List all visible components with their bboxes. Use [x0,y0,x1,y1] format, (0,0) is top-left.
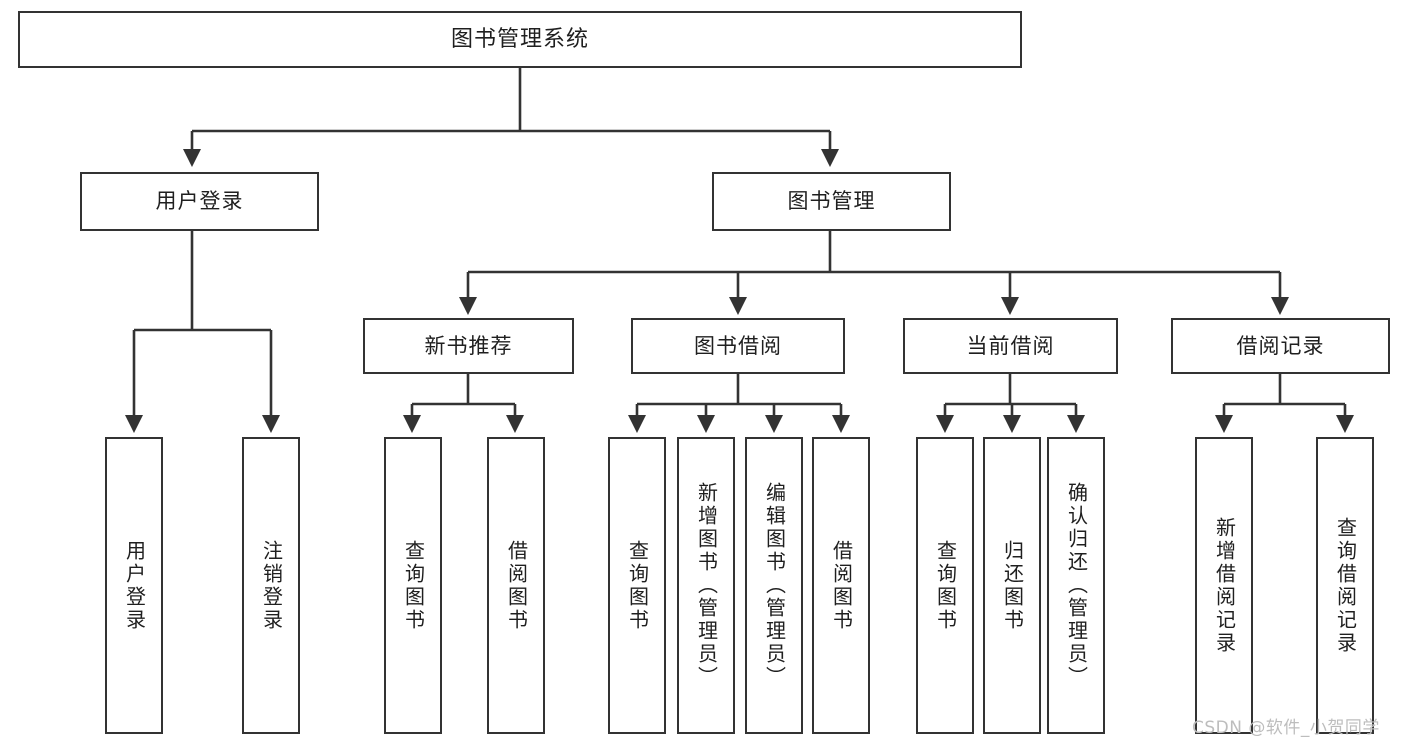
node-root-book-management-system[interactable]: 图书管理系统 [18,11,1022,68]
node-label: 归还图书 [1000,539,1025,632]
node-borrow-record[interactable]: 借阅记录 [1171,318,1390,374]
node-label: 新增借阅记录 [1212,516,1237,655]
node-label: 用户登录 [155,189,244,214]
node-leaf-add-book-admin[interactable]: 新增图书（管理员） [677,437,735,734]
node-leaf-add-borrow-record[interactable]: 新增借阅记录 [1195,437,1253,734]
node-label: 当前借阅 [966,333,1055,358]
node-leaf-query-book-current[interactable]: 查询图书 [916,437,974,734]
node-label: 图书管理系统 [450,26,589,52]
node-label: 图书管理 [787,189,876,214]
node-leaf-borrow-book[interactable]: 借阅图书 [812,437,870,734]
node-book-borrow[interactable]: 图书借阅 [631,318,845,374]
node-label: 借阅记录 [1236,333,1325,358]
node-label: 查询图书 [933,539,958,632]
node-leaf-user-login[interactable]: 用户登录 [105,437,163,734]
node-leaf-query-book-borrow[interactable]: 查询图书 [608,437,666,734]
node-leaf-query-book-recommend[interactable]: 查询图书 [384,437,442,734]
csdn-watermark: CSDN @软件_小贺同学 [1192,718,1380,738]
node-label: 查询借阅记录 [1333,516,1358,655]
node-leaf-borrow-book-recommend[interactable]: 借阅图书 [487,437,545,734]
node-label: 新增图书（管理员） [694,482,719,689]
node-label: 确认归还（管理员） [1064,482,1089,689]
node-user-login[interactable]: 用户登录 [80,172,319,231]
node-new-book-recommend[interactable]: 新书推荐 [363,318,574,374]
node-label: 查询图书 [401,539,426,632]
node-label: 用户登录 [122,539,147,632]
node-label: 图书借阅 [694,333,782,358]
node-label: 查询图书 [625,539,650,632]
node-label: 注销登录 [259,539,284,632]
node-leaf-confirm-return-admin[interactable]: 确认归还（管理员） [1047,437,1105,734]
node-leaf-edit-book-admin[interactable]: 编辑图书（管理员） [745,437,803,734]
node-label: 借阅图书 [829,539,854,632]
node-book-management[interactable]: 图书管理 [712,172,951,231]
node-label: 新书推荐 [424,333,513,358]
node-current-borrow[interactable]: 当前借阅 [903,318,1118,374]
node-leaf-return-book[interactable]: 归还图书 [983,437,1041,734]
node-label: 借阅图书 [504,539,529,632]
node-label: 编辑图书（管理员） [762,482,787,689]
node-leaf-query-borrow-record[interactable]: 查询借阅记录 [1316,437,1374,734]
node-leaf-logout-login[interactable]: 注销登录 [242,437,300,734]
